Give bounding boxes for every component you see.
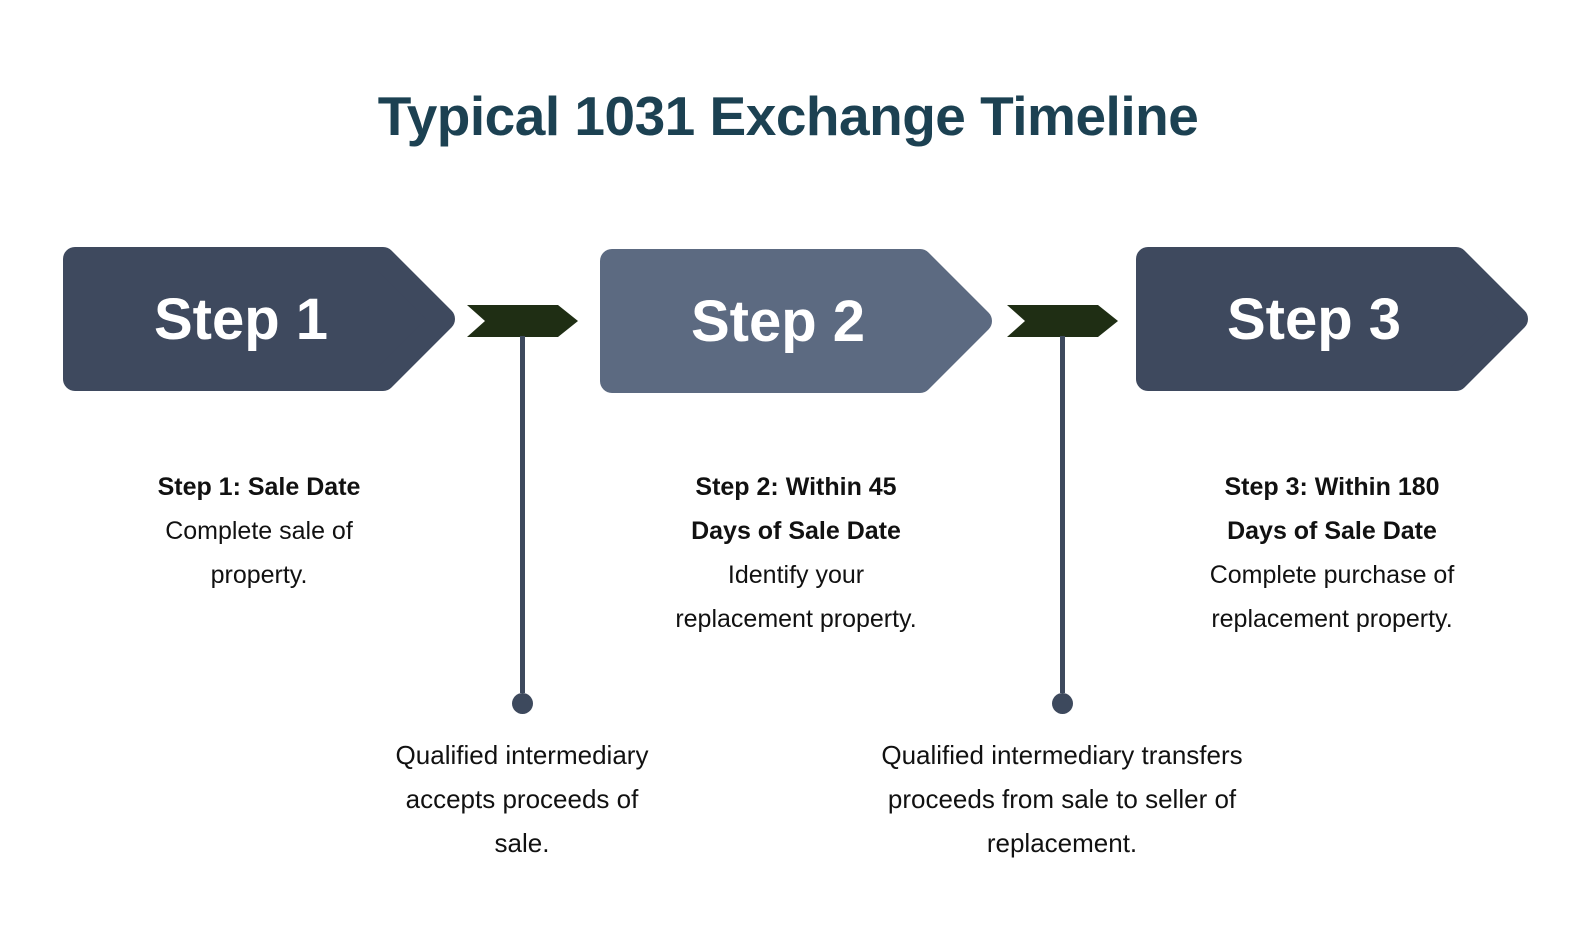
step-1-label: Step 1 — [153, 286, 329, 352]
step-2-arrow-shape — [600, 249, 992, 393]
step-3-arrow-shape — [1136, 247, 1528, 391]
connector-1-note: Qualified intermediary accepts proceeds … — [342, 733, 702, 865]
step-1-arrow: Step 1 — [63, 247, 455, 391]
connector-2-arrow-icon — [1007, 305, 1118, 337]
step-2-caption: Step 2: Within 45 Days of Sale Date Iden… — [636, 465, 956, 641]
connector-1-note-text: Qualified intermediary accepts proceeds … — [395, 740, 649, 858]
connector-1-dot — [512, 693, 533, 714]
step-2-arrow: Step 2 — [600, 249, 992, 393]
step-3-caption-description: Complete purchase of replacement propert… — [1209, 561, 1455, 633]
step-3-caption: Step 3: Within 180 Days of Sale Date Com… — [1172, 465, 1492, 641]
right-arrow-banner-shape — [1136, 247, 1528, 391]
connector-2-dot — [1052, 693, 1073, 714]
step-3-caption-heading: Step 3: Within 180 Days of Sale Date — [1224, 473, 1440, 545]
page-title: Typical 1031 Exchange Timeline — [377, 85, 1199, 147]
right-arrow-banner-shape — [600, 249, 992, 393]
step-3-label: Step 3 — [1226, 286, 1402, 352]
step-2-caption-description: Identify your replacement property. — [675, 561, 917, 633]
step-3-arrow: Step 3 — [1136, 247, 1528, 391]
connector-1-arrow-icon — [467, 305, 578, 337]
step-1-arrow-shape — [63, 247, 455, 391]
connector-arrow-icon — [1007, 305, 1118, 337]
connector-2-stem-line — [1060, 336, 1065, 693]
step-1-caption: Step 1: Sale Date Complete sale of prope… — [99, 465, 419, 597]
step-1-caption-description: Complete sale of property. — [165, 517, 353, 589]
ribbon-arrow-shape — [1007, 305, 1118, 337]
ribbon-arrow-shape — [467, 305, 578, 337]
step-2-caption-heading: Step 2: Within 45 Days of Sale Date — [691, 473, 901, 545]
right-arrow-banner-shape — [63, 247, 455, 391]
step-1-caption-heading: Step 1: Sale Date — [157, 473, 361, 501]
step-2-label: Step 2 — [690, 288, 866, 354]
connector-2-note: Qualified intermediary transfers proceed… — [862, 733, 1262, 865]
connector-1-stem-line — [520, 336, 525, 693]
connector-2-note-text: Qualified intermediary transfers proceed… — [881, 740, 1243, 858]
connector-arrow-icon — [467, 305, 578, 337]
